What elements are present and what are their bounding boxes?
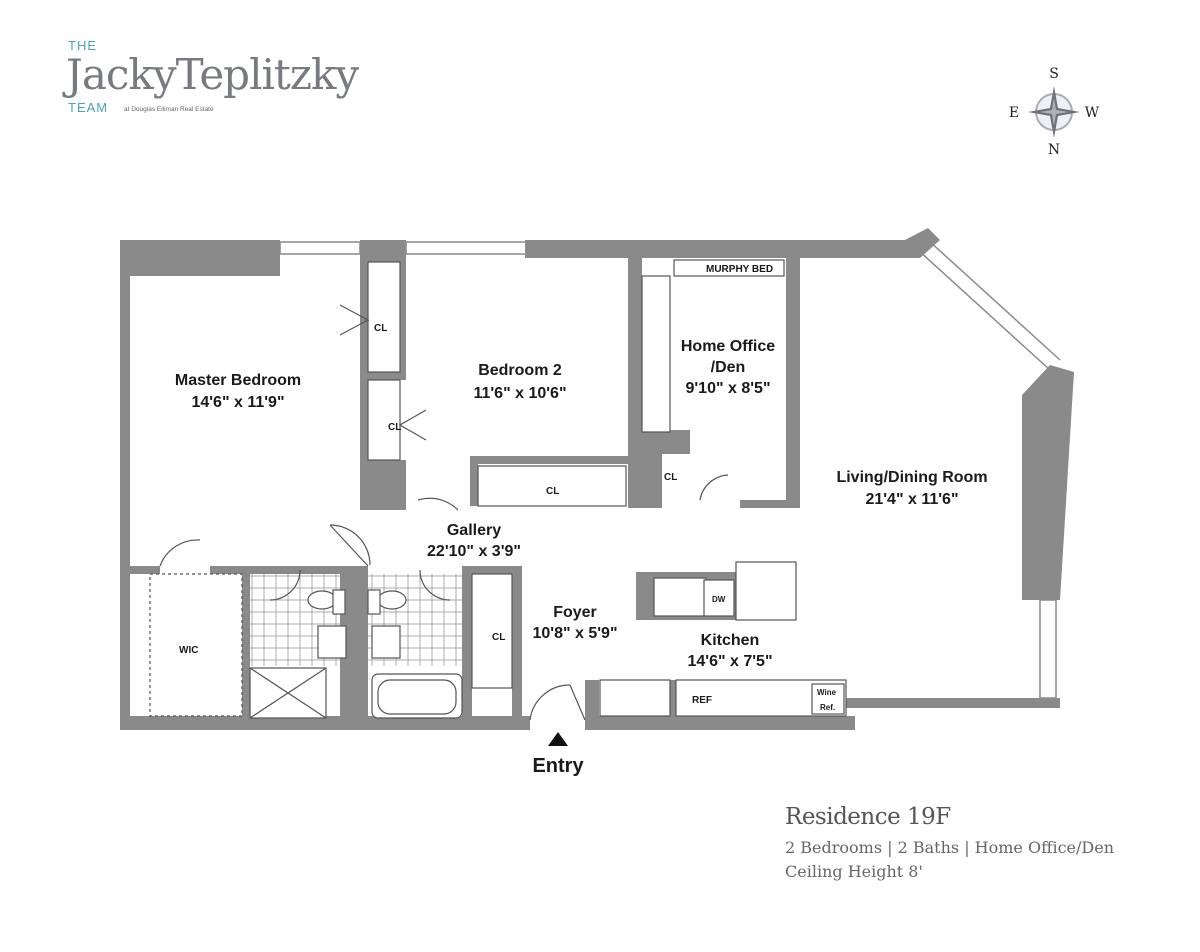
office-name: Home Office [681, 338, 775, 355]
master-bedroom-size: 14'6" x 11'9" [191, 394, 284, 411]
compass-e: E [1009, 105, 1019, 121]
fixtures [149, 259, 847, 719]
dishwasher-label: DW [712, 595, 726, 604]
bedroom2-name: Bedroom 2 [478, 362, 562, 379]
residence-title: Residence 19F [785, 804, 951, 830]
murphy-bed-label: MURPHY BED [706, 264, 773, 275]
closet-label-3: CL [546, 486, 559, 497]
wine-label: Wine [817, 688, 837, 697]
office-size: 9'10" x 8'5" [685, 380, 770, 397]
windows [279, 239, 1061, 699]
kitchen-name: Kitchen [701, 632, 760, 649]
office-name2: /Den [711, 359, 746, 376]
residence-details: 2 Bedrooms | 2 Baths | Home Office/Den [785, 838, 1114, 857]
brand-the: THE [68, 38, 97, 53]
entry-label: Entry [532, 755, 584, 777]
compass-w: W [1085, 105, 1100, 121]
compass-s: S [1049, 66, 1059, 82]
closet-label-1: CL [374, 323, 387, 334]
closet-label-5: CL [492, 632, 505, 643]
kitchen-size: 14'6" x 7'5" [687, 653, 772, 670]
brand-subtitle: at Douglas Elliman Real Estate [124, 106, 214, 113]
compass-rose: S E W N [1009, 66, 1100, 158]
closet-label-2: CL [388, 422, 401, 433]
wic-label: WIC [179, 645, 198, 656]
doors [159, 304, 729, 721]
bedroom2-size: 11'6" x 10'6" [473, 385, 566, 402]
compass-n: N [1048, 142, 1060, 158]
living-size: 21'4" x 11'6" [865, 491, 958, 508]
gallery-name: Gallery [447, 522, 501, 539]
living-name: Living/Dining Room [836, 469, 987, 486]
residence-ceiling: Ceiling Height 8' [785, 862, 923, 881]
foyer-name: Foyer [553, 604, 597, 621]
closet-label-4: CL [664, 472, 677, 483]
refrigerator-label: REF [692, 695, 712, 706]
master-bedroom-name: Master Bedroom [175, 372, 301, 389]
entry-arrow-icon [548, 732, 568, 746]
wine-ref-label: Ref. [820, 703, 835, 712]
foyer-size: 10'8" x 5'9" [532, 625, 617, 642]
brand-name: JackyTeplitzky [66, 50, 359, 99]
gallery-size: 22'10" x 3'9" [427, 543, 521, 560]
brand-team: TEAM [68, 100, 109, 115]
